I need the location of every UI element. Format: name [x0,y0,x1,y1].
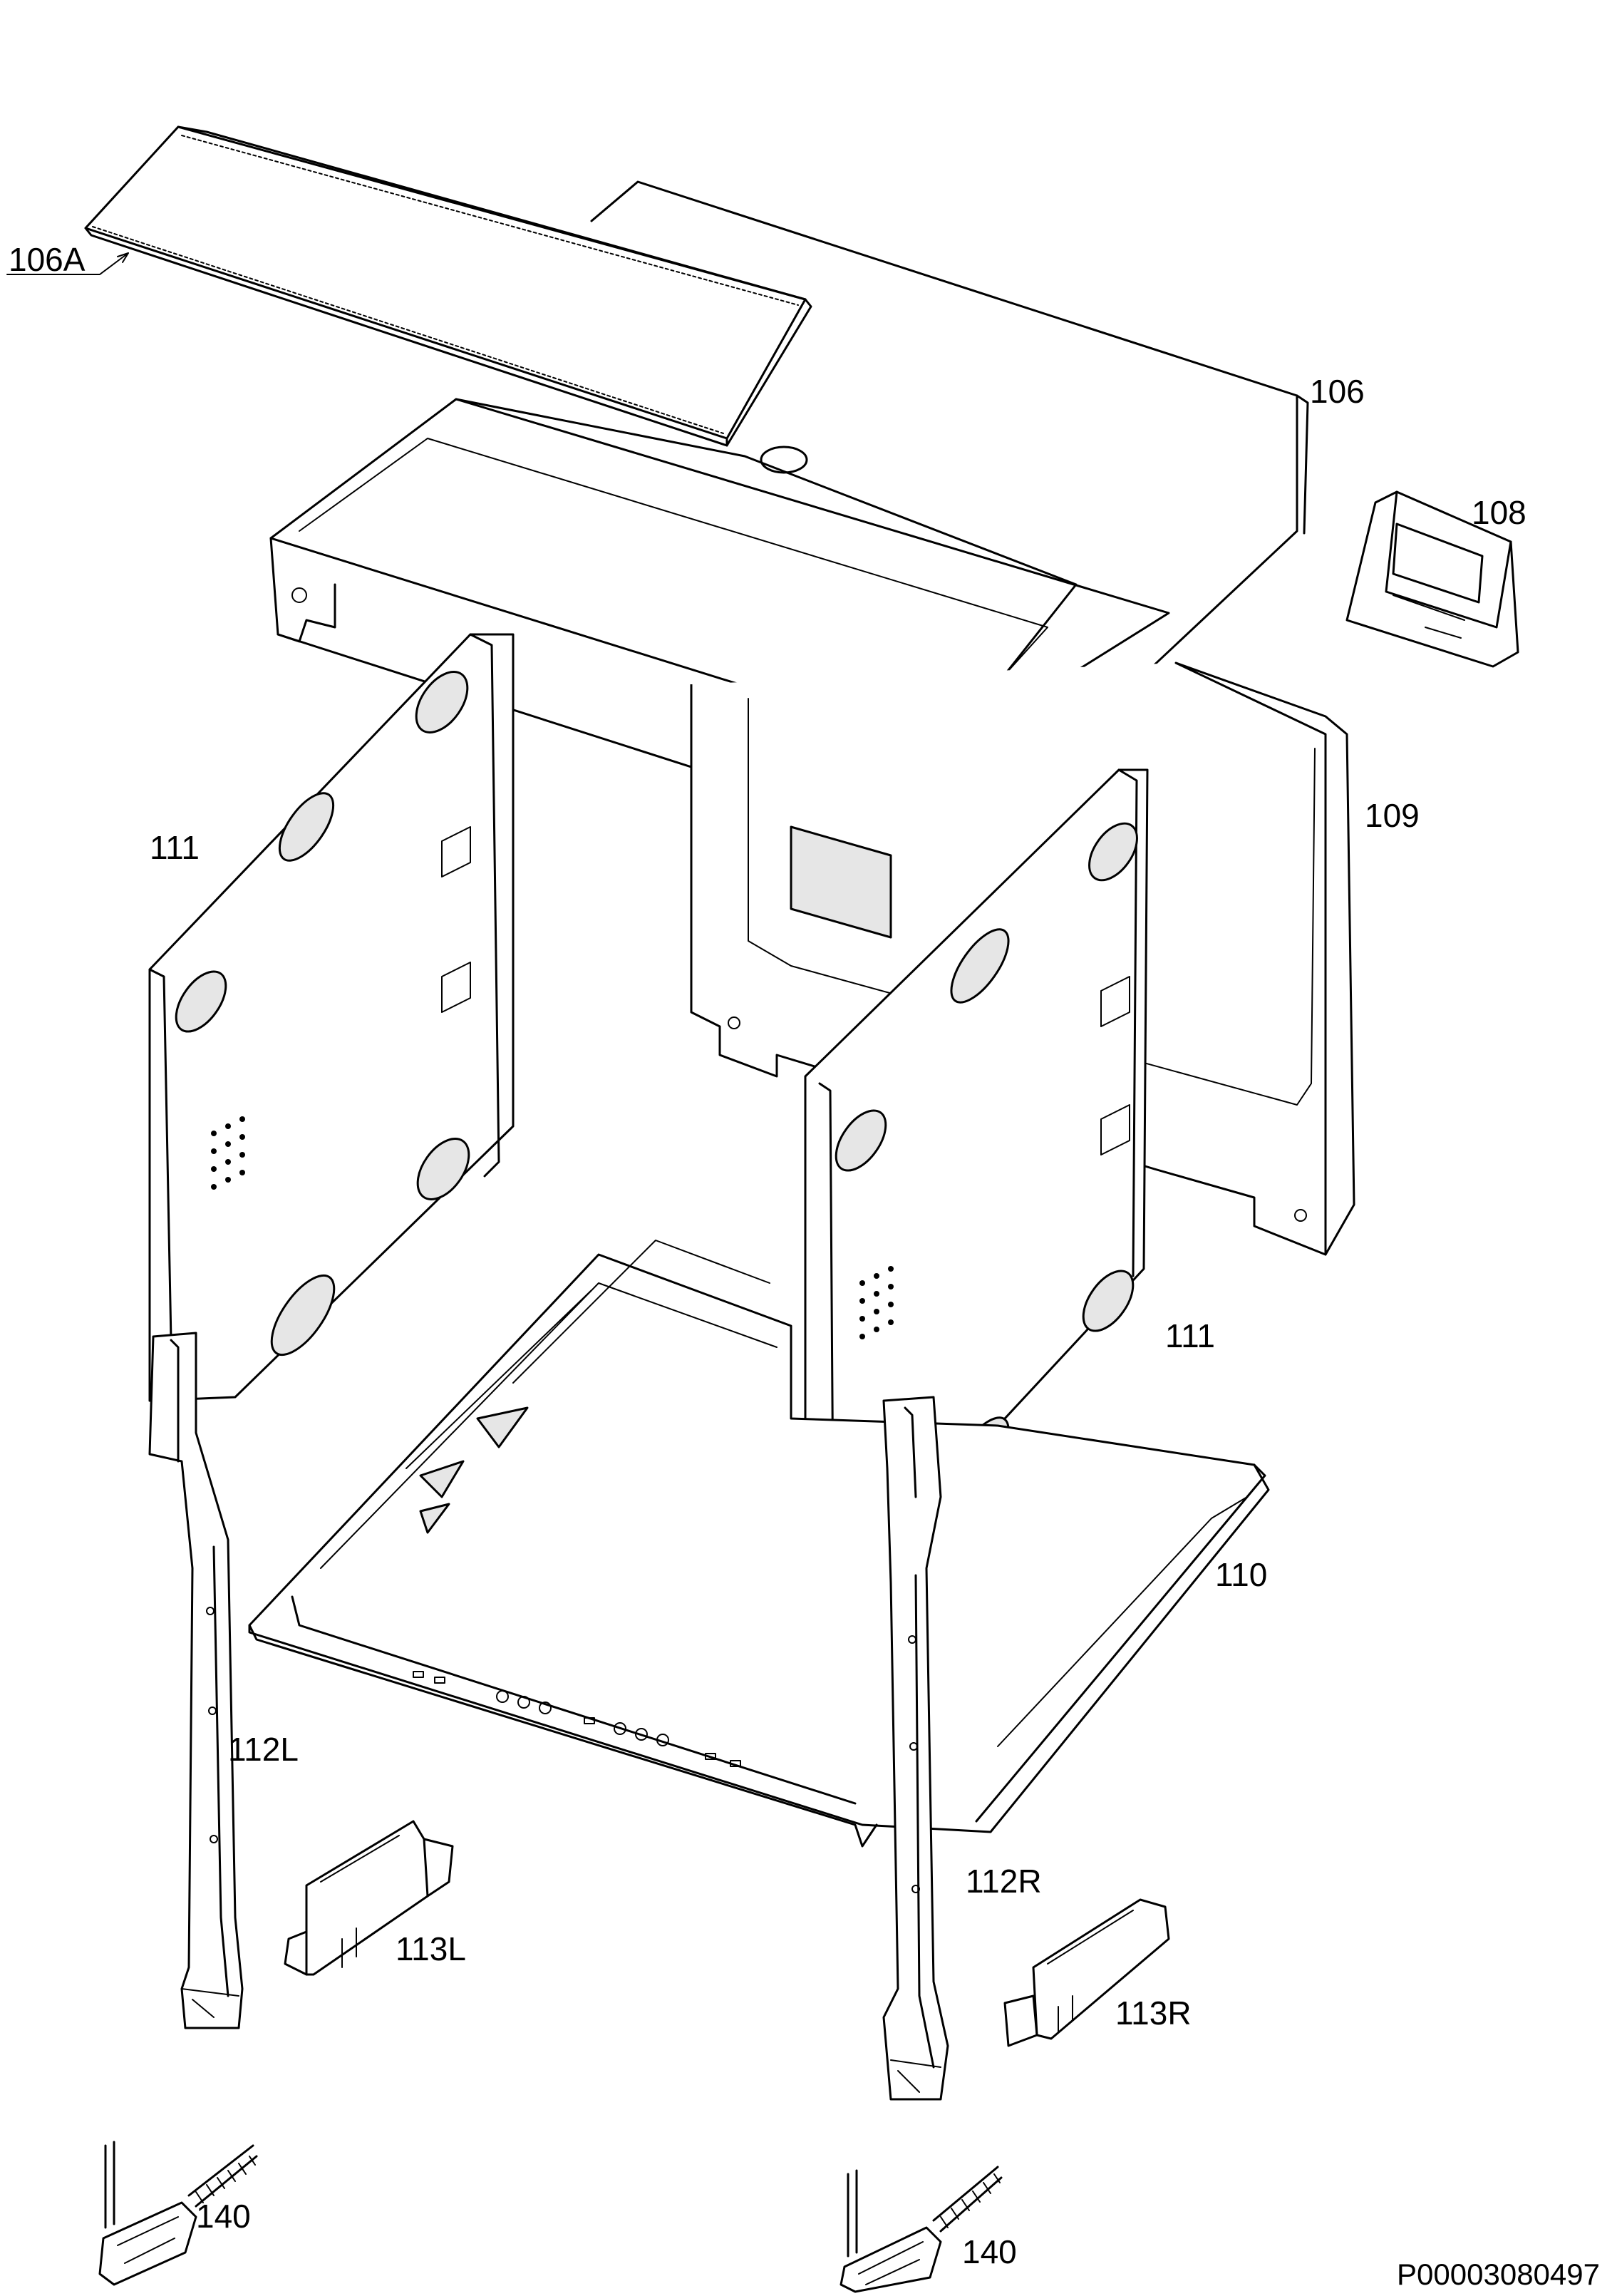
label-108: 108 [1472,494,1526,531]
label-140-right: 140 [962,2233,1017,2270]
label-106: 106 [1310,373,1365,410]
part-113L-bracket [284,1820,454,1976]
label-106A: 106A [9,241,86,278]
part-111-left-side-panel [148,633,515,1402]
part-140-left-hinge [98,2141,258,2286]
part-113R-bracket [1003,1898,1170,2047]
label-113R: 113R [1115,1994,1192,2032]
part-110-base-frame [248,1240,1270,1848]
part-112R-right-rail [882,1396,949,2101]
label-111-right: 111 [1165,1317,1215,1354]
part-112L-left-rail [148,1332,244,2029]
label-109: 109 [1365,797,1420,834]
drawing-code: P00003080497 [1397,2258,1600,2291]
part-106A-insulation-strip [84,125,812,447]
label-113L: 113L [396,1930,466,1967]
label-111-left: 111 [150,829,200,866]
leader-106A [6,252,129,275]
leader-106A-arrow [117,252,129,263]
label-112L: 112L [228,1731,299,1768]
label-110: 110 [1215,1556,1267,1593]
part-108-control-panel [1345,490,1519,668]
label-140-left: 140 [196,2198,251,2235]
part-140-right-hinge [840,2166,1003,2293]
label-112R: 112R [966,1863,1042,1900]
